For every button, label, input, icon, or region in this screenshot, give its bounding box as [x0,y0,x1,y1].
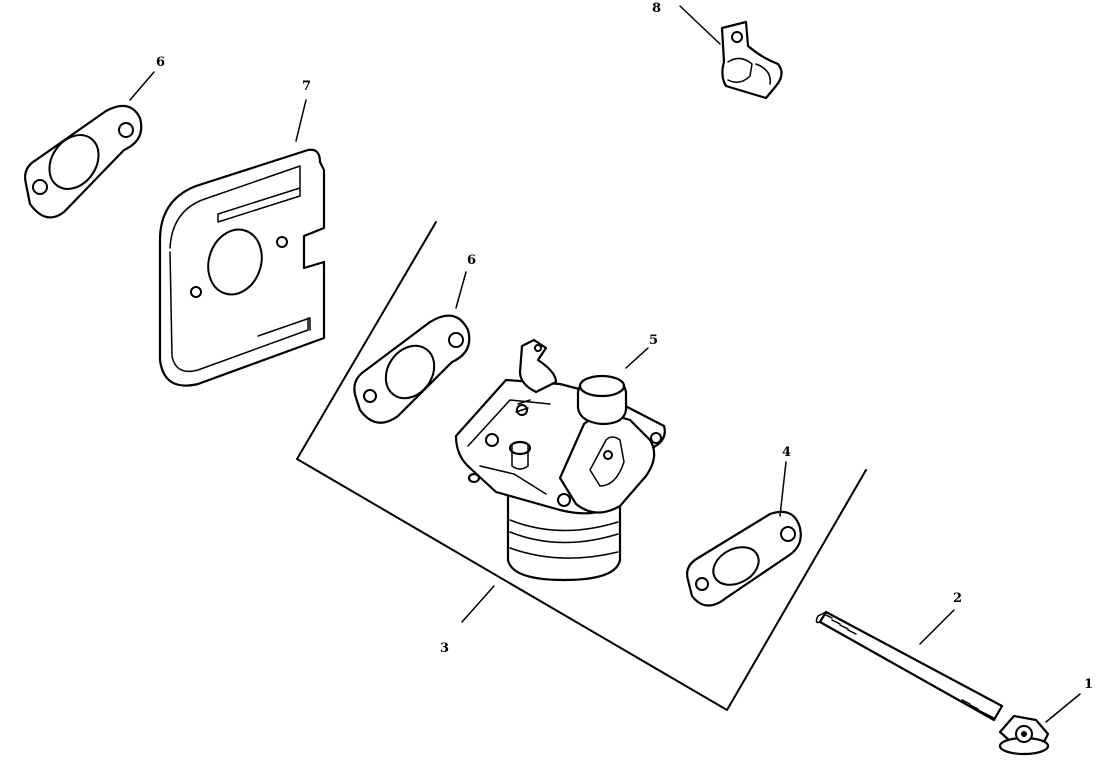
callout-8: 8 [652,1,661,16]
flange-nut [998,693,1081,756]
callout-6-upper: 6 [156,55,165,70]
callout-2: 2 [953,591,962,606]
assembly-bracket [296,221,867,711]
gasket-middle [353,271,471,424]
callout-6-middle: 6 [467,253,476,268]
deflector-plate [158,99,326,387]
callout-4: 4 [782,445,791,460]
callout-3: 3 [440,641,449,656]
callout-5: 5 [649,333,658,348]
gasket-upper-left [24,71,155,219]
gasket-right [686,461,802,607]
callout-1: 1 [1084,677,1093,692]
bolt [815,609,1004,722]
clip [679,5,783,100]
callout-7: 7 [302,79,311,94]
carburetor [454,338,666,582]
